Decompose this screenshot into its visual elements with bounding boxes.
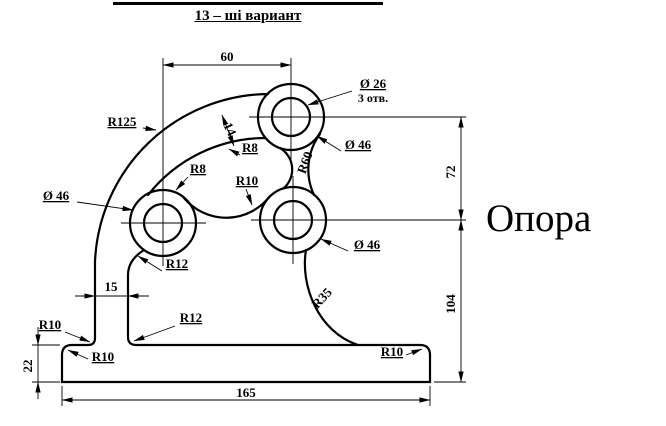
dim-22: 22 [20,360,35,373]
leader-r8-left [175,176,189,191]
dim-60: 60 [221,49,234,64]
leader-r10-column [64,331,91,343]
leader-r12-lower [133,325,176,342]
label-r10-base-left: R10 [92,349,114,364]
leader-r125 [142,125,157,132]
dim-14: 14 [221,120,240,139]
label-r10-web: R10 [236,173,258,188]
label-r35: R35 [309,284,336,311]
leader-d46-left [76,201,134,212]
center-extension-lines [32,58,466,406]
column-left-edge-r125-arc [86,92,270,347]
label-d26: Ø 26 [360,76,387,91]
label-r12-upper: R12 [166,256,188,271]
leader-r8-top [228,148,241,157]
leader-r10-base-right [405,348,423,356]
label-r12-lower: R12 [180,310,202,325]
r35-curve [303,248,360,347]
dim-line-14 [221,114,235,147]
leader-d46-top [316,135,342,152]
part-name-label: Опора [486,197,592,240]
leader-r12-upper [137,255,163,272]
label-r60: R60 [294,149,316,175]
valley-arc [182,194,272,219]
leader-r10-base-left [67,349,89,360]
label-d46-top: Ø 46 [345,137,372,152]
leader-lines [64,90,423,360]
dimension-lines: 60 72 104 165 15 22 14 [20,49,464,403]
dim-15: 15 [105,279,119,294]
label-r8-left: R8 [190,161,206,176]
dim-104: 104 [443,294,458,314]
label-holes-count: 3 отв. [358,91,388,105]
variant-title: 13 – ші вариант [113,2,383,25]
dim-72: 72 [443,166,458,179]
label-r8-top: R8 [242,140,258,155]
variant-title-text: 13 – ші вариант [194,8,302,24]
dim-165: 165 [236,385,256,400]
label-d46-left: Ø 46 [43,188,70,203]
arm-inner-edge [146,136,267,197]
label-r10-column: R10 [39,317,61,332]
leader-d26 [307,90,353,106]
label-r125: R125 [108,114,137,129]
label-d46-mid: Ø 46 [354,237,381,252]
label-r10-base-right: R10 [381,344,403,359]
web-fillet [278,146,294,190]
column-right-edge [126,248,146,347]
leader-d46-mid [320,238,349,252]
leader-r10-web [245,188,253,206]
base-plate-outline [60,343,432,384]
